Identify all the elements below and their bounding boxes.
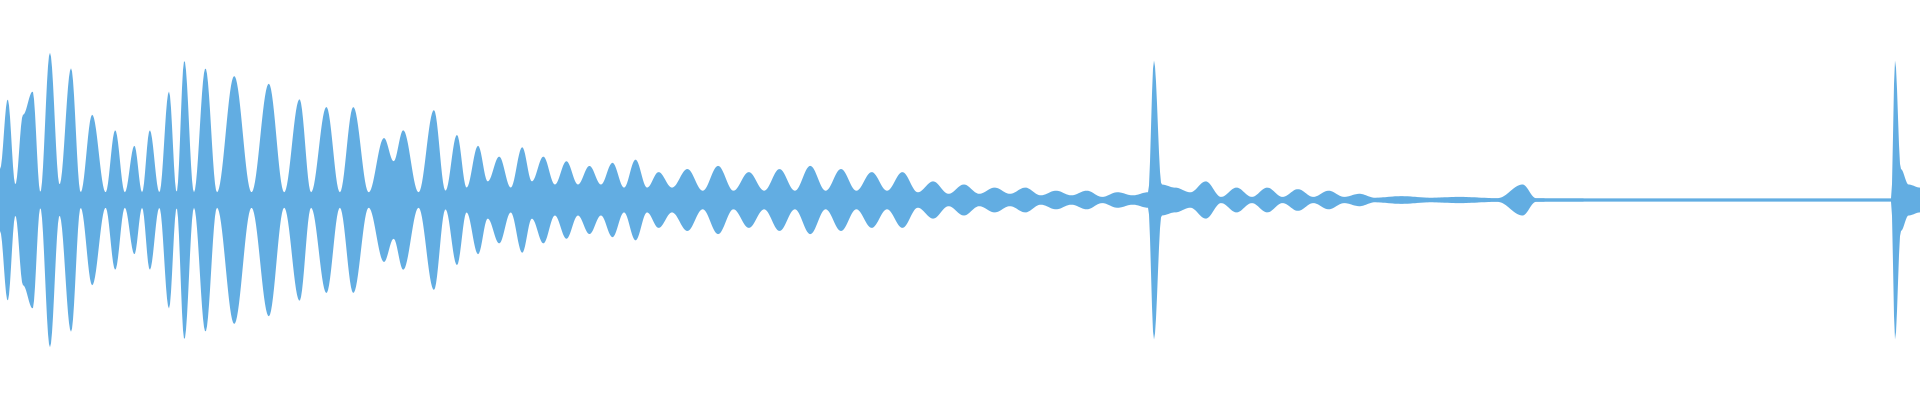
audio-waveform-view[interactable] (0, 0, 1920, 400)
waveform-canvas[interactable] (0, 0, 1920, 400)
